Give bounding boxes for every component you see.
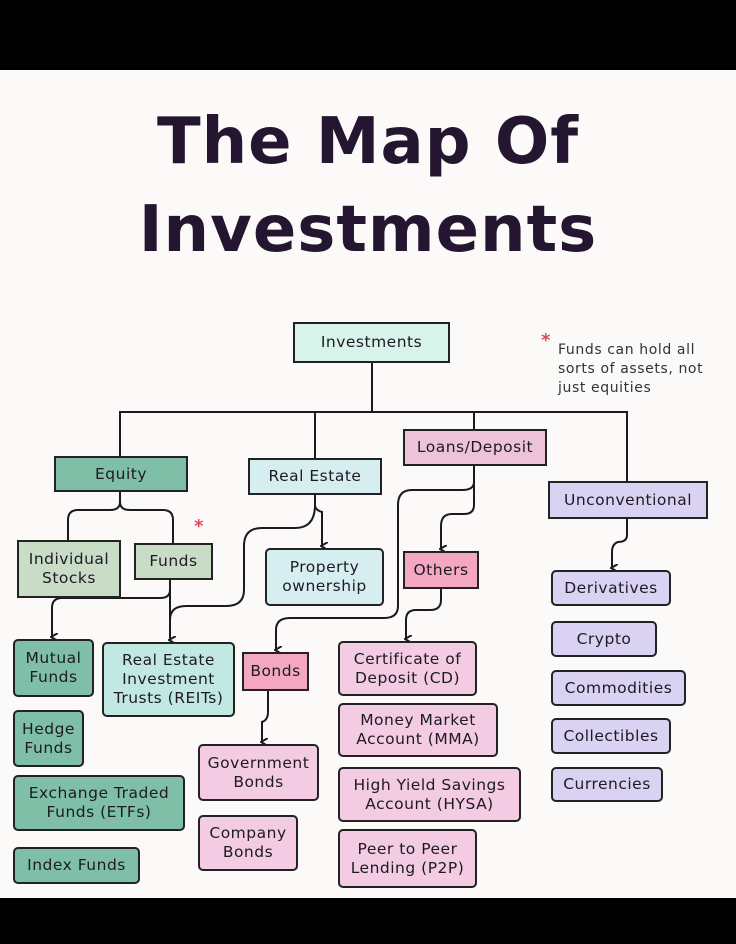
node-government-bonds: Government Bonds — [198, 744, 319, 801]
node-company-bonds: Company Bonds — [198, 815, 298, 871]
node-collectibles: Collectibles — [551, 718, 671, 754]
node-mma: Money Market Account (MMA) — [338, 703, 498, 757]
node-property-ownership: Property ownership — [265, 548, 384, 606]
node-derivatives: Derivatives — [551, 570, 671, 606]
funds-footnote: Funds can hold all sorts of assets, not … — [558, 342, 704, 396]
node-funds: Funds — [134, 543, 213, 580]
node-currencies: Currencies — [551, 767, 663, 802]
node-commodities: Commodities — [551, 670, 686, 706]
node-unconventional: Unconventional — [548, 481, 708, 519]
node-hysa: High Yield Savings Account (HYSA) — [338, 767, 521, 822]
node-crypto: Crypto — [551, 621, 657, 657]
node-individual-stocks: Individual Stocks — [17, 540, 121, 598]
node-etfs: Exchange Traded Funds (ETFs) — [13, 775, 185, 831]
node-cd: Certificate of Deposit (CD) — [338, 641, 477, 696]
node-index-funds: Index Funds — [13, 847, 140, 884]
title-line-2: Investments — [138, 193, 598, 267]
node-others: Others — [403, 551, 479, 589]
funds-asterisk: * — [194, 516, 204, 537]
node-investments: Investments — [293, 322, 450, 363]
node-loans-deposit: Loans/Deposit — [403, 429, 547, 466]
note-asterisk: * — [541, 330, 551, 351]
bottom-black-bar — [0, 898, 736, 944]
node-p2p: Peer to Peer Lending (P2P) — [338, 829, 477, 888]
node-hedge-funds: Hedge Funds — [13, 710, 84, 767]
top-black-bar — [0, 0, 736, 70]
node-reits: Real Estate Investment Trusts (REITs) — [102, 642, 235, 717]
node-bonds: Bonds — [242, 652, 309, 691]
node-mutual-funds: Mutual Funds — [13, 639, 94, 697]
node-real-estate: Real Estate — [248, 458, 382, 495]
title-line-1: The Map Of — [156, 105, 580, 179]
node-equity: Equity — [54, 456, 188, 492]
